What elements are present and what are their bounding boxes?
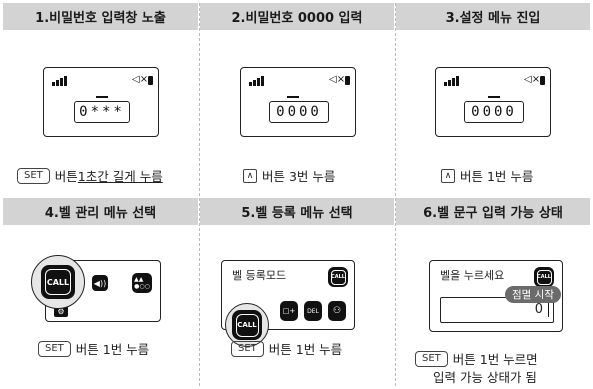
step-4-caption: SET 버튼 1번 누름 xyxy=(38,339,149,358)
battery-icon xyxy=(345,76,350,85)
caption-underlined: 1초간 길게 누름 xyxy=(77,169,163,184)
set-button: SET xyxy=(415,350,448,367)
step-6-caption-line2: 입력 가능 상태가 됨 xyxy=(433,370,537,385)
mute-speaker-icon: ◁× xyxy=(329,74,346,85)
set-button: SET xyxy=(231,340,264,357)
column-divider xyxy=(395,3,396,386)
step-5-lcd-screen: 벨 등록모드 CALL □+ DEL ⚇ xyxy=(221,260,355,330)
step-1-caption: SET 버튼 1초간 길게 누름 xyxy=(17,166,163,185)
register-icon: □+ xyxy=(280,301,298,321)
call-icon: CALL xyxy=(534,267,554,287)
bell-text-input: 0 xyxy=(440,297,554,323)
step-6-header: 6.벨 문구 입력 가능 상태 xyxy=(396,198,590,225)
battery-icon xyxy=(148,76,153,85)
network-icon: ⚇ xyxy=(328,301,346,321)
mute-speaker-icon: ◁× xyxy=(132,74,149,85)
up-button-icon: ∧ xyxy=(441,168,455,183)
caption-text: 버튼 1번 누름 xyxy=(75,342,150,357)
set-button: SET xyxy=(38,340,71,357)
text-cursor xyxy=(547,303,549,317)
step-1-header: 1.비밀번호 입력창 노출 xyxy=(3,3,198,30)
set-button: SET xyxy=(17,167,50,184)
column-divider xyxy=(199,3,200,386)
caption-text: 버튼 1번 누르면 xyxy=(452,352,538,367)
step-5-header: 5.벨 등록 메뉴 선택 xyxy=(200,198,394,225)
call-label: CALL xyxy=(330,269,346,285)
up-button-icon: ∧ xyxy=(243,168,257,183)
caption-text: 버튼 3번 누름 xyxy=(262,169,336,184)
step-2-lcd-screen: ◁× 0000 xyxy=(240,67,356,137)
step-2-header: 2.비밀번호 0000 입력 xyxy=(200,3,394,30)
step-2-caption: ∧ 버튼 3번 누름 xyxy=(243,166,335,185)
input-value: 0 xyxy=(534,302,543,317)
screen-label: 벨을 누르세요 xyxy=(440,269,505,282)
step-3-header: 3.설정 메뉴 진입 xyxy=(396,3,590,30)
password-display: 0000 xyxy=(269,101,329,123)
step-1-lcd-screen: ◁× 0*** xyxy=(43,67,159,137)
cursor-line xyxy=(488,96,500,98)
step-6-caption: SET 버튼 1번 누르면 xyxy=(415,349,538,368)
call-icon: CALL xyxy=(328,267,348,287)
step-5-caption: SET 버튼 1번 누름 xyxy=(231,339,342,358)
step-4-header: 4.벨 관리 메뉴 선택 xyxy=(3,198,198,225)
step-3-caption: ∧ 버튼 1번 누름 xyxy=(441,166,533,185)
blink-start-badge: 점멸 시작 xyxy=(505,286,561,303)
call-label: CALL xyxy=(536,269,552,285)
password-display: 0000 xyxy=(464,101,524,123)
caption-text: 버튼 1번 누름 xyxy=(460,169,534,184)
call-register-icon: CALL xyxy=(232,310,262,340)
step-3-lcd-screen: ◁× 0000 xyxy=(435,67,551,137)
call-label: CALL xyxy=(45,269,71,295)
caption-text: 버튼 xyxy=(54,169,78,184)
password-display: 0*** xyxy=(74,101,130,123)
caption-text: 버튼 1번 누름 xyxy=(268,342,343,357)
screen-label: 벨 등록모드 xyxy=(232,269,287,282)
delete-icon: DEL xyxy=(304,301,322,321)
call-label: CALL xyxy=(235,313,259,337)
call-menu-icon: CALL xyxy=(41,265,75,299)
cursor-line xyxy=(96,96,108,98)
signal-icon xyxy=(444,76,459,86)
instruction-grid: 1.비밀번호 입력창 노출 2.비밀번호 0000 입력 3.설정 메뉴 진입 … xyxy=(3,3,590,386)
bell-set-menu-icon: ▲▲●○○ xyxy=(132,273,152,293)
signal-icon xyxy=(249,76,264,86)
speaker-menu-icon: ◀)) xyxy=(92,275,108,291)
signal-icon xyxy=(52,76,67,86)
cursor-line xyxy=(287,96,299,98)
mute-speaker-icon: ◁× xyxy=(524,74,541,85)
battery-icon xyxy=(540,76,545,85)
